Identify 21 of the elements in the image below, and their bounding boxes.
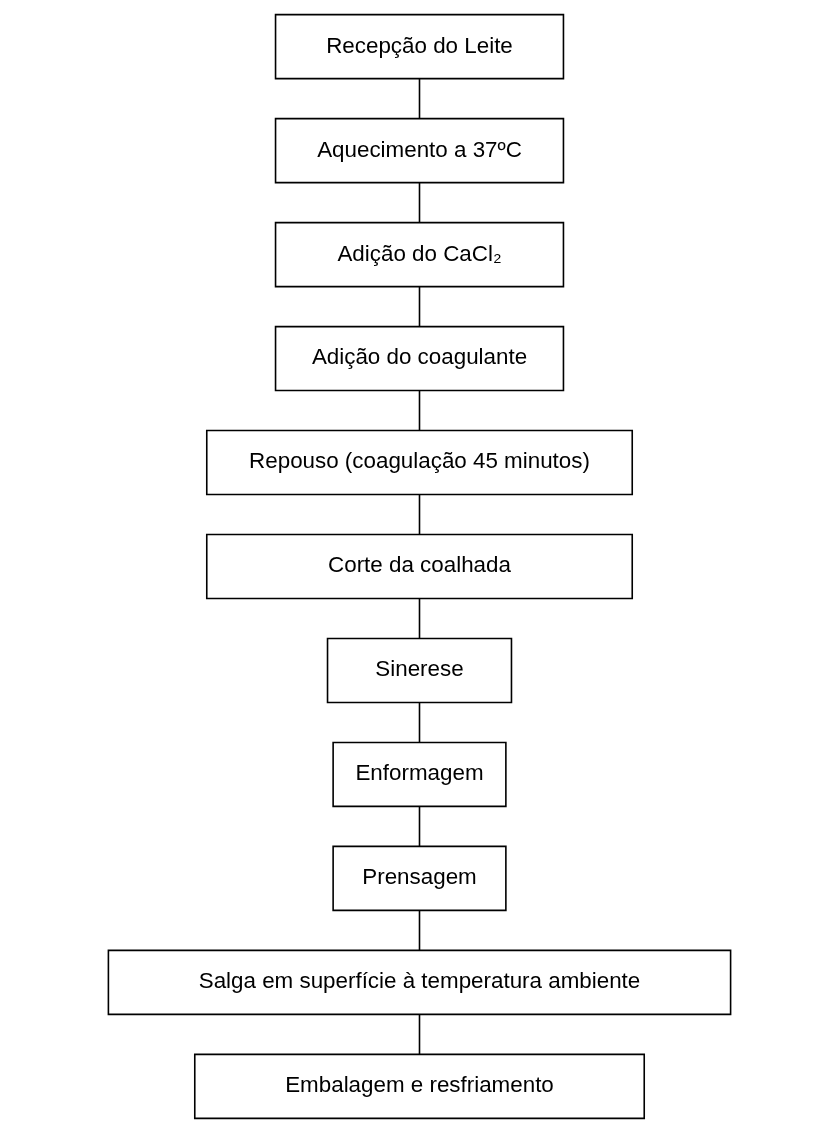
connector [418, 182, 420, 224]
node-box: Repouso (coagulação 45 minutos) [205, 429, 633, 496]
node-box: Salga em superfície à temperatura ambiente [107, 949, 731, 1016]
node-box: Adição do CaCl₂ [274, 221, 564, 288]
node-box: Embalagem e resfriamento [193, 1053, 645, 1120]
node-box: Corte da coalhada [205, 533, 633, 600]
connector [418, 494, 420, 536]
node-box: Enformagem [331, 741, 507, 808]
connector [418, 598, 420, 640]
node-box: Recepção do Leite [274, 13, 564, 80]
node-box: Adição do coagulante [274, 325, 564, 392]
node-box: Prensagem [331, 845, 507, 912]
node-box: Sinerese [326, 637, 512, 704]
connector [418, 390, 420, 432]
connector [418, 78, 420, 120]
connector [418, 286, 420, 328]
connector [418, 702, 420, 744]
connector [418, 1013, 420, 1055]
node-box: Aquecimento a 37ºC [274, 117, 564, 184]
connector [418, 910, 420, 951]
connector [418, 806, 420, 847]
